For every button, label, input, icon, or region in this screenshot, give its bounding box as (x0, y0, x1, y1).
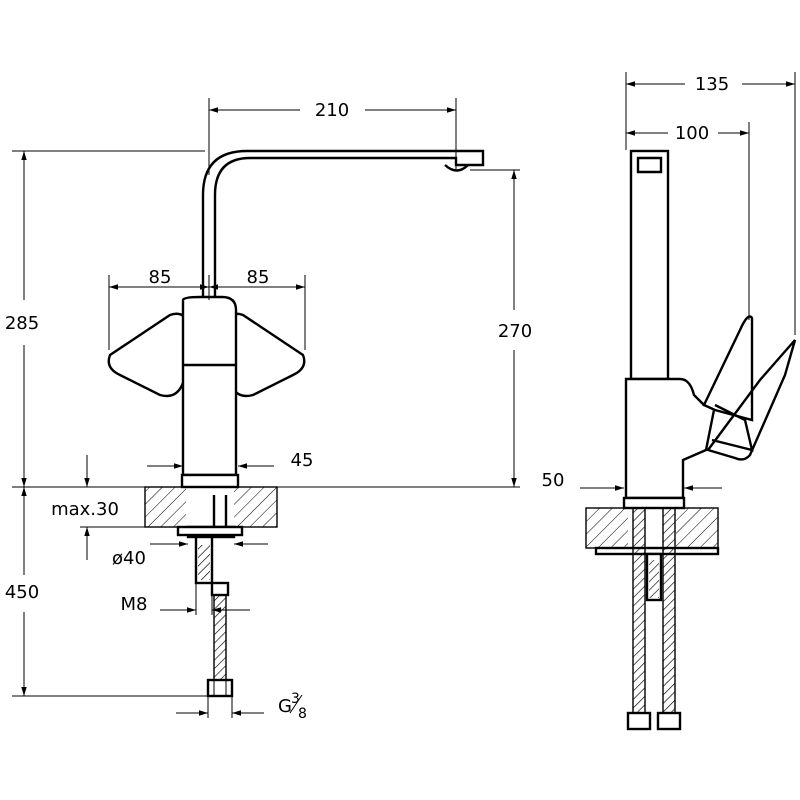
dim-hose-thread-den: 8 (298, 706, 307, 722)
side-view (585, 149, 797, 731)
hose-nut-front (206, 678, 234, 698)
dim-spout-depth: 100 (675, 123, 709, 144)
hose-nut-side-right (656, 711, 682, 731)
spout-side (629, 149, 670, 381)
hose-side-left (632, 507, 646, 714)
hose-front (213, 594, 227, 681)
dim-hose-thread: G (278, 696, 292, 717)
handle-left (107, 312, 192, 398)
dim-spout-height: 270 (498, 321, 532, 342)
dim-handle-left: 85 (149, 267, 172, 288)
hose-nut-side-left (626, 711, 652, 731)
dim-hose-length: 450 (5, 582, 39, 603)
dim-body-diameter: 45 (291, 450, 314, 471)
hose-side-right (662, 507, 676, 714)
lever-side (702, 315, 754, 422)
dim-hole-diameter: ø40 (112, 548, 146, 569)
dim-base-diameter: 50 (542, 470, 565, 491)
dim-max-thickness: max.30 (51, 499, 119, 520)
side-dimensions: 135 100 50 (542, 72, 796, 491)
front-dimensions: 210 285 270 85 85 45 max.30 ø40 (5, 98, 532, 722)
dim-hose-thread-num: 3 (291, 691, 300, 707)
dim-total-height: 285 (5, 313, 39, 334)
front-view (107, 149, 485, 698)
spout-front (201, 149, 485, 297)
dim-stud-thread: M8 (121, 594, 148, 615)
dim-total-depth: 135 (695, 74, 729, 95)
faucet-body-side (624, 377, 717, 500)
dim-spout-reach: 210 (315, 100, 349, 121)
dim-handle-right: 85 (247, 267, 270, 288)
faucet-body-front (181, 295, 238, 477)
